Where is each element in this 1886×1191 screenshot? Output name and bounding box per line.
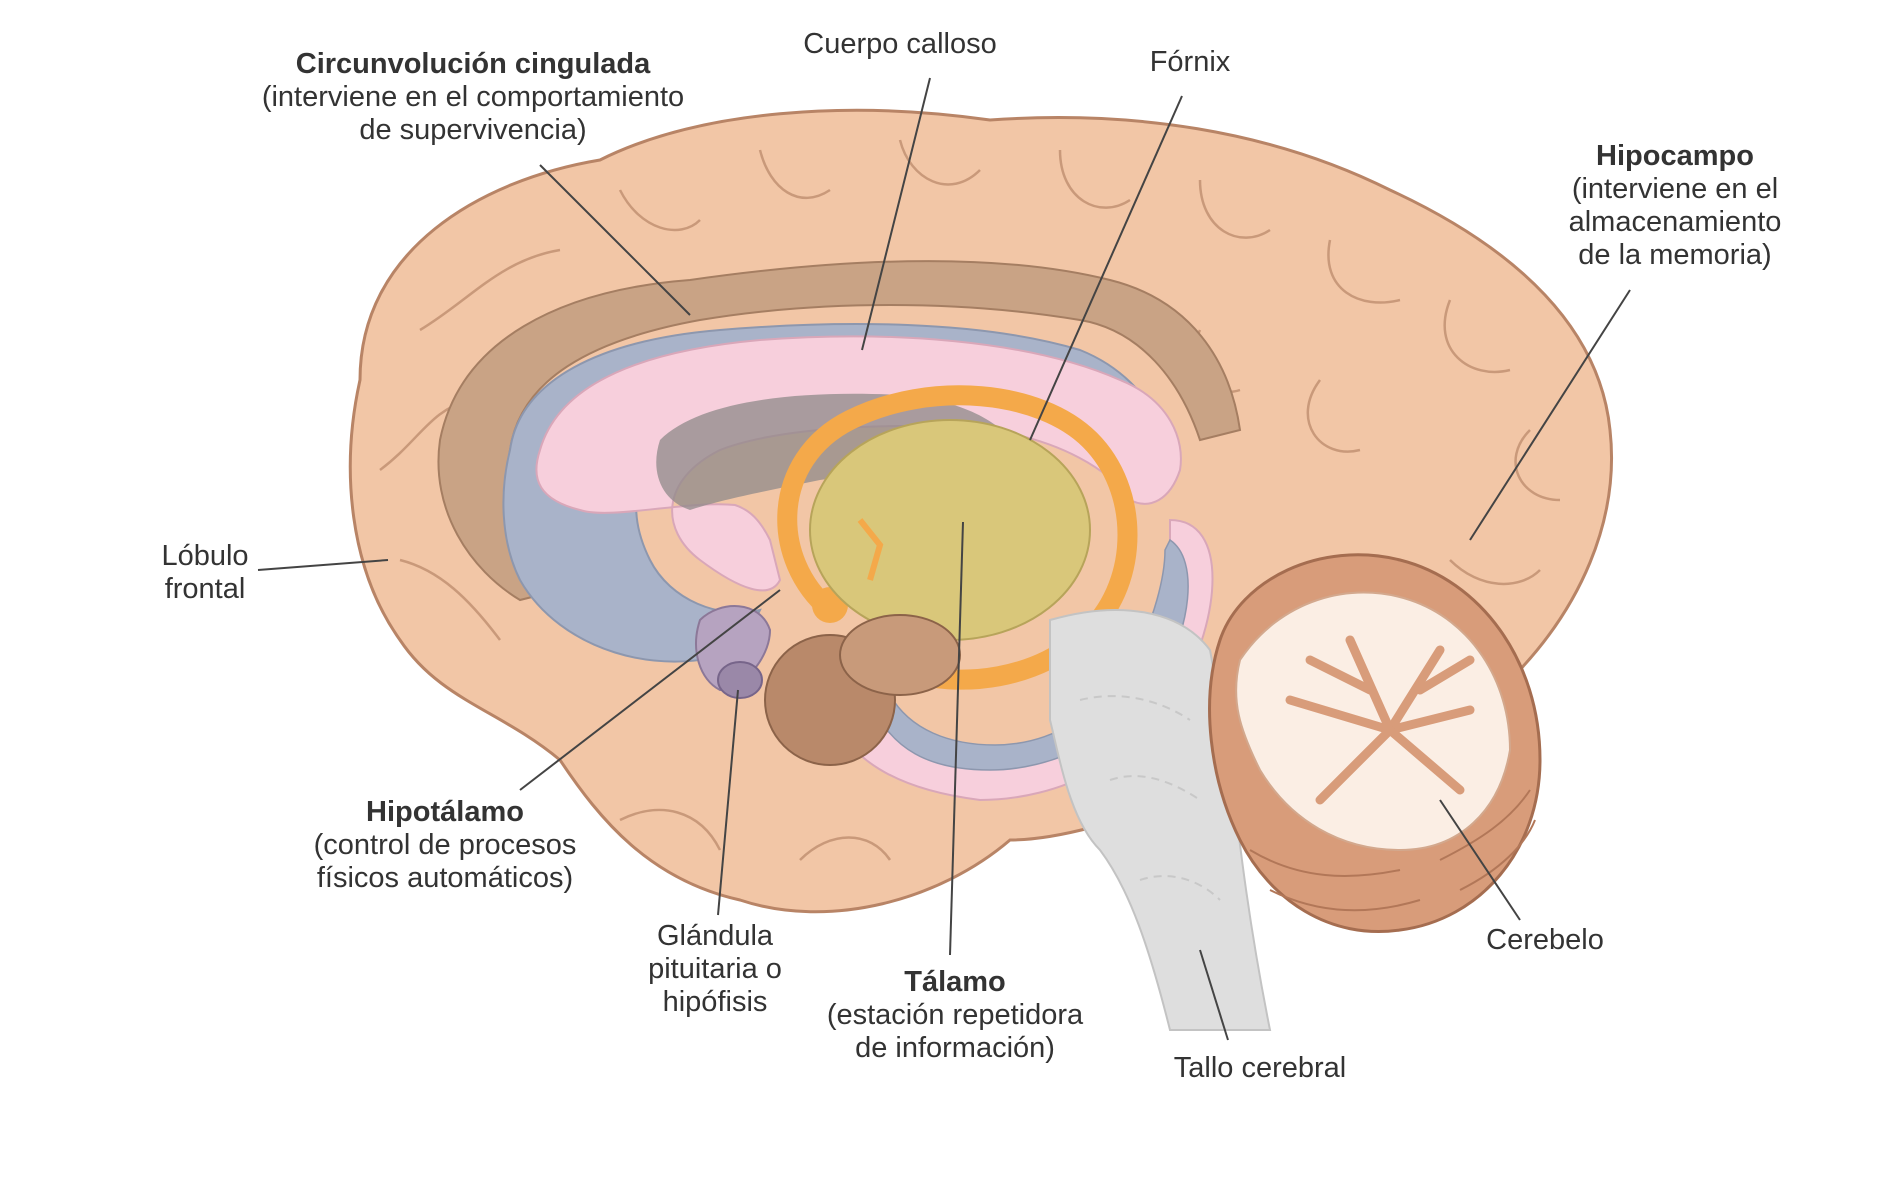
label-text: Cerebelo (1486, 924, 1604, 956)
label-line: de la memoria) (1578, 239, 1772, 271)
label-line: Glándula (656, 920, 774, 952)
label-glandula-pituitaria: Glándula pituitaria o hipófisis (620, 920, 810, 1019)
label-circunvolucion-cingulada: Circunvolución cingulada (interviene en … (238, 48, 708, 147)
label-line: (interviene en el (1571, 173, 1779, 205)
leader-talamo (949, 521, 964, 956)
label-text: Fórnix (1149, 46, 1231, 78)
cerebellum-folia (1249, 789, 1536, 912)
pituitary-gland (717, 661, 763, 699)
thalamus-stalk (857, 518, 884, 581)
label-line: de información) (855, 1032, 1055, 1064)
label-line: de supervivencia) (359, 114, 587, 146)
label-line: físicos automáticos) (316, 862, 574, 894)
label-title: Hipotálamo (366, 796, 524, 828)
label-talamo: Tálamo (estación repetidora de informaci… (810, 966, 1100, 1065)
arbor-vitae-branches (1285, 635, 1475, 805)
label-lobulo-frontal: Lóbulo frontal (140, 540, 270, 606)
brainstem-lines (1079, 695, 1221, 901)
label-line: pituitaria o (648, 953, 782, 985)
label-line: almacenamiento (1568, 206, 1782, 238)
label-text: Tallo cerebral (1173, 1052, 1347, 1084)
label-tallo-cerebral: Tallo cerebral (1150, 1052, 1370, 1085)
leader-lines (257, 77, 1631, 1041)
label-cerebelo: Cerebelo (1460, 924, 1630, 957)
thalamus (809, 419, 1091, 641)
leader-glandula (717, 689, 739, 916)
label-hipotalamo: Hipotálamo (control de procesos físicos … (290, 796, 600, 895)
leader-cerebelo (1439, 799, 1521, 921)
leader-lobulo-frontal (257, 559, 389, 571)
leader-cuerpo-calloso (861, 77, 931, 351)
label-fornix: Fórnix (1130, 46, 1250, 79)
label-title: Hipocampo (1596, 140, 1754, 172)
label-hipocampo: Hipocampo (interviene en el almacenamien… (1530, 140, 1820, 272)
label-text: Cuerpo calloso (803, 28, 997, 60)
label-cuerpo-calloso: Cuerpo calloso (780, 28, 1020, 61)
label-title: Circunvolución cingulada (295, 48, 651, 80)
label-line: (interviene en el comportamiento (261, 81, 685, 113)
leader-fornix (1029, 95, 1183, 441)
leader-hipotalamo (519, 589, 781, 791)
label-line: hipófisis (662, 986, 768, 1018)
fornix (777, 385, 1138, 690)
leader-tallo (1199, 949, 1229, 1041)
label-line: (estación repetidora (826, 999, 1084, 1031)
label-title: Tálamo (904, 966, 1006, 998)
leader-hipocampo (1469, 289, 1631, 541)
pons (839, 614, 961, 696)
label-line: frontal (164, 573, 246, 605)
label-line: (control de procesos (313, 829, 577, 861)
leader-cingulada (539, 164, 691, 316)
label-line: Lóbulo (161, 540, 249, 572)
